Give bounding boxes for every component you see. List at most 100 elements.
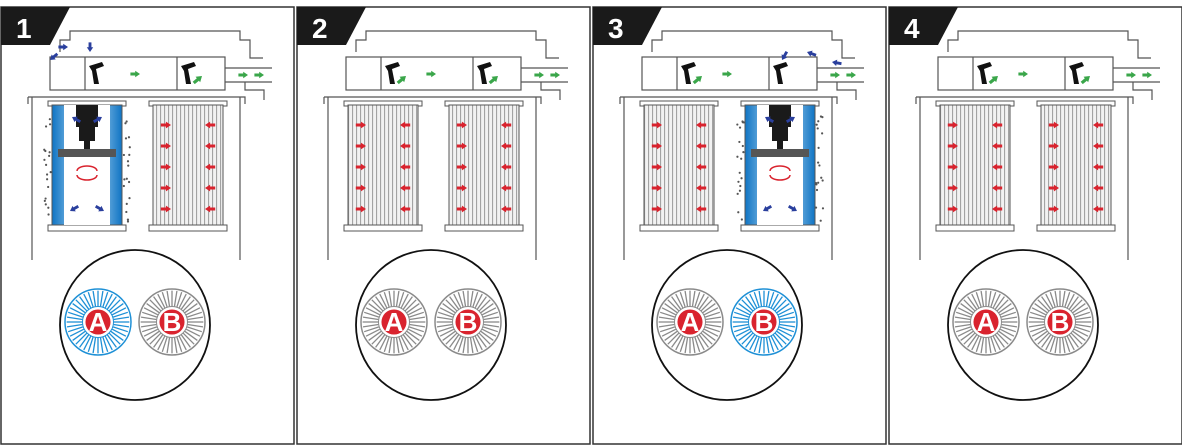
- filter-selector-circle: [59, 249, 211, 401]
- step-number: 3: [608, 13, 624, 44]
- filter-cartridge-a: [343, 100, 423, 232]
- filter-label: A: [977, 307, 996, 337]
- airflow-arrow-icon: [1093, 121, 1104, 129]
- airflow-arrow-icon: [1048, 184, 1059, 192]
- filter-disc-a: A: [952, 288, 1020, 356]
- airflow-arrow-icon: [1080, 76, 1090, 85]
- step-number: 4: [904, 13, 920, 44]
- pulse-arrow-icon: [763, 204, 773, 212]
- dust-particles: [122, 120, 131, 223]
- pulse-valve-icon: [477, 62, 492, 84]
- step-badge: [1, 7, 70, 45]
- airflow-arrow-icon: [846, 71, 856, 79]
- pulse-valve-icon: [681, 62, 696, 84]
- filter-label: B: [1051, 307, 1070, 337]
- filter-disc-b: B: [1026, 288, 1094, 356]
- panel-step-4: 4A B: [888, 6, 1182, 445]
- airflow-arrow-icon: [205, 184, 216, 192]
- panel-step-3: 3A B: [592, 6, 887, 445]
- pulse-arrow-icon: [86, 42, 94, 52]
- filter-disc-a: A: [64, 288, 132, 356]
- outlet-pipe: [817, 67, 864, 83]
- airflow-arrow-icon: [160, 163, 171, 171]
- filter-cartridge-b: [444, 100, 524, 232]
- airflow-arrow-icon: [205, 121, 216, 129]
- pulse-arrow-icon: [94, 204, 104, 212]
- filter-cartridge-a: [935, 100, 1015, 232]
- airflow-arrow-icon: [160, 184, 171, 192]
- rotation-arrow-icon: [76, 165, 98, 172]
- pulse-valve-icon: [773, 62, 788, 84]
- pulse-valve-icon: [181, 62, 196, 84]
- pulse-valve-icon: [1069, 62, 1084, 84]
- pulse-arrow-icon: [785, 116, 795, 124]
- rotation-arrow-icon: [76, 174, 98, 181]
- airflow-arrow-icon: [534, 71, 544, 79]
- step-badge: [593, 7, 662, 45]
- airflow-arrow-icon: [488, 76, 498, 85]
- airflow-arrow-icon: [254, 71, 264, 79]
- airflow-arrow-icon: [192, 76, 202, 85]
- step-badge: [297, 7, 366, 45]
- filter-label-badge: [85, 309, 111, 335]
- filter-disc-b: B: [434, 288, 502, 356]
- airflow-arrow-icon: [550, 71, 560, 79]
- filter-label-badge: [381, 309, 407, 335]
- airflow-arrow-icon: [238, 71, 248, 79]
- airflow-arrow-icon: [1048, 121, 1059, 129]
- filter-label: B: [459, 307, 478, 337]
- dust-chamber-wall: [327, 97, 537, 260]
- pulse-valve-icon: [385, 62, 400, 84]
- filter-label-badge: [973, 309, 999, 335]
- outlet-pipe: [1113, 67, 1160, 83]
- filter-label-badge: [677, 309, 703, 335]
- outlet-pipe: [225, 67, 272, 83]
- pulse-arrow-icon: [787, 204, 797, 212]
- pulse-arrow-icon: [72, 116, 82, 124]
- dust-particles: [814, 115, 825, 222]
- airflow-arrow-icon: [1093, 163, 1104, 171]
- airflow-arrow-icon: [1018, 70, 1028, 78]
- filter-label-badge: [455, 309, 481, 335]
- air-duct: [651, 30, 855, 59]
- pulse-arrow-icon: [58, 43, 68, 51]
- pulse-arrow-icon: [781, 50, 789, 60]
- pulse-arrow-icon: [832, 59, 842, 66]
- airflow-arrow-icon: [1126, 71, 1136, 79]
- airflow-arrow-icon: [160, 205, 171, 213]
- dust-particles: [736, 120, 746, 221]
- filter-label: A: [681, 307, 700, 337]
- airflow-arrow-icon: [130, 70, 140, 78]
- panel-step-1: 1A B: [0, 6, 295, 445]
- filter-label: A: [385, 307, 404, 337]
- filter-label: A: [89, 307, 108, 337]
- step-number: 1: [16, 13, 32, 44]
- step-badge: [889, 7, 958, 45]
- filter-label-badge: [751, 309, 777, 335]
- airflow-arrow-icon: [722, 70, 732, 78]
- pulse-plate: [751, 149, 809, 157]
- airflow-arrow-icon: [205, 142, 216, 150]
- filter-label-badge: [159, 309, 185, 335]
- airflow-arrow-icon: [1048, 205, 1059, 213]
- airflow-arrow-icon: [1142, 71, 1152, 79]
- airflow-arrow-icon: [1093, 205, 1104, 213]
- pulse-nozzle: [769, 105, 791, 127]
- outlet-pipe: [521, 67, 568, 83]
- pulse-nozzle: [76, 105, 98, 127]
- pulse-valve-icon: [977, 62, 992, 84]
- dust-chamber-wall: [623, 97, 833, 260]
- pulse-arrow-icon: [807, 50, 817, 57]
- filter-label: B: [755, 307, 774, 337]
- filter-selector-circle: [651, 249, 803, 401]
- dust-chamber-wall: [919, 97, 1129, 260]
- airflow-arrow-icon: [205, 163, 216, 171]
- filter-disc-a: A: [360, 288, 428, 356]
- air-duct: [947, 30, 1151, 59]
- airflow-arrow-icon: [1093, 142, 1104, 150]
- rotation-arrow-icon: [769, 165, 791, 172]
- filter-label: B: [163, 307, 182, 337]
- pulse-arrow-icon: [50, 52, 59, 60]
